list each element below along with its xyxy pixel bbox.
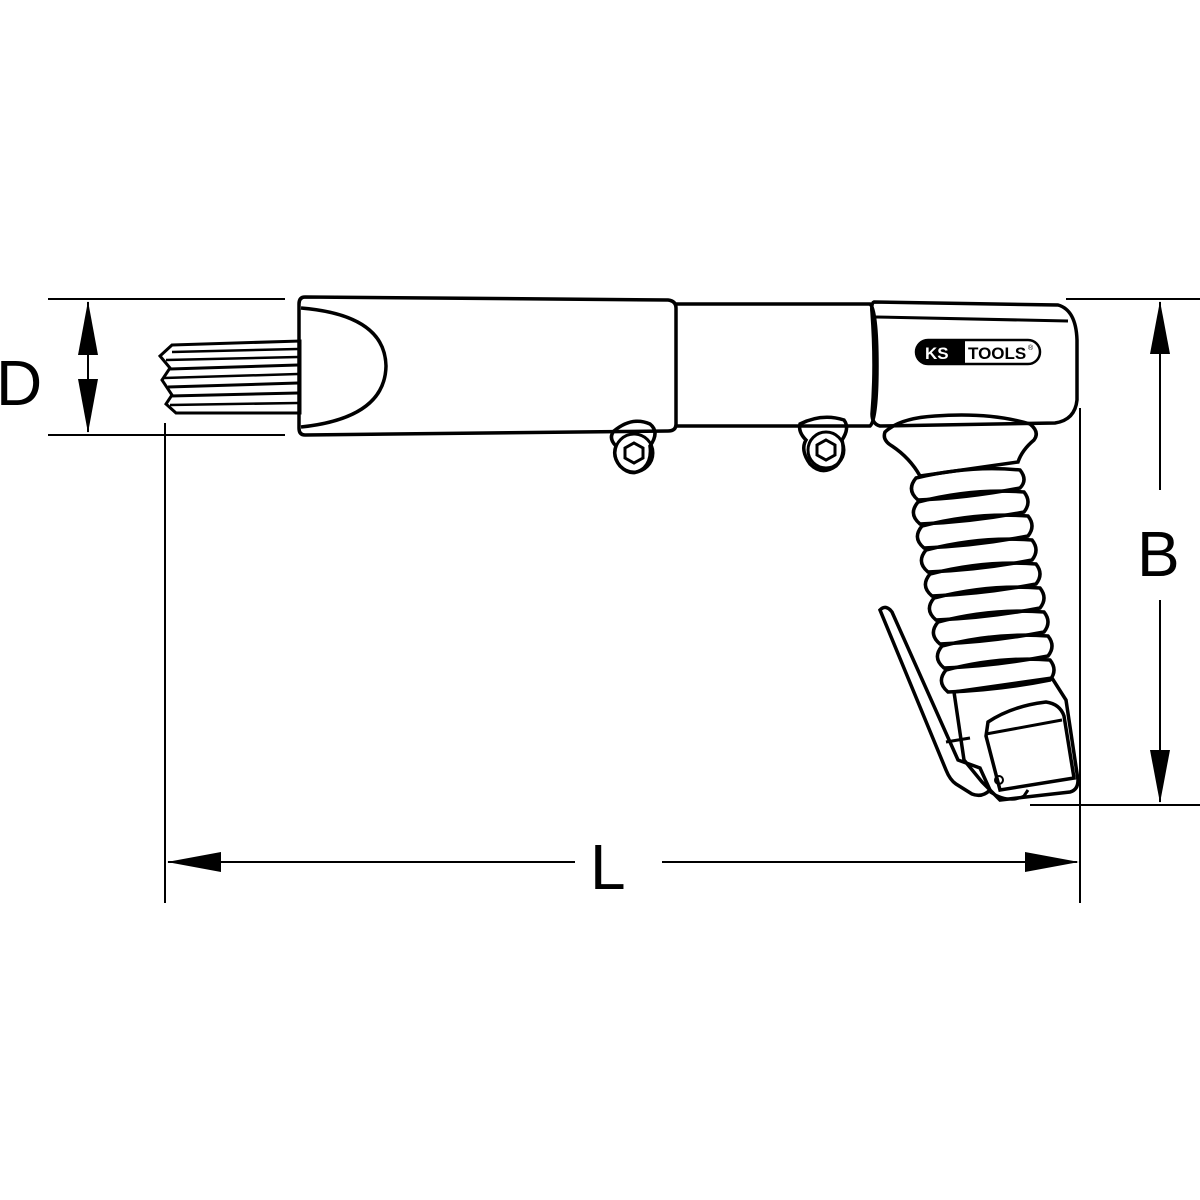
l-arrow-left-icon	[167, 852, 221, 872]
l-label: L	[590, 831, 626, 903]
b-arrow-up-icon	[1150, 301, 1170, 354]
l-arrow-right-icon	[1025, 852, 1079, 872]
hex-socket-icon	[815, 438, 837, 462]
trigger-lever	[877, 605, 993, 798]
b-arrow-down-icon	[1150, 750, 1170, 803]
dimension-b: B	[1030, 298, 1200, 806]
b-label: B	[1137, 518, 1180, 590]
d-label: D	[0, 347, 42, 419]
d-arrow-up-icon	[78, 301, 98, 355]
rear-housing	[870, 300, 1079, 428]
d-arrow-down-icon	[78, 379, 98, 433]
needle-bundle	[157, 339, 302, 445]
clamp-screw-front	[609, 419, 657, 475]
middle-sleeve	[676, 302, 879, 428]
grip-ribs	[909, 466, 1056, 694]
logo-registered-mark: ®	[1028, 344, 1034, 352]
hex-socket-icon	[623, 441, 645, 465]
front-barrel	[297, 295, 678, 437]
dimension-d: D	[0, 298, 285, 436]
ks-tools-logo: KS TOOLS ®	[914, 338, 1042, 366]
grip-handle	[882, 413, 1080, 802]
logo-tools: TOOLS	[968, 344, 1026, 363]
dimension-l: L	[164, 408, 1081, 903]
logo-ks: KS	[925, 344, 949, 363]
clamp-screw-rear	[797, 415, 849, 473]
